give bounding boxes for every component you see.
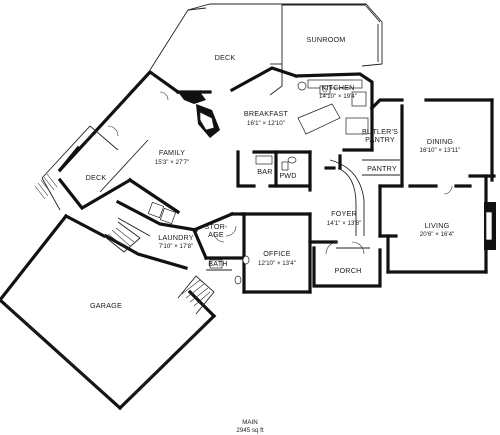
- bath-fixtures: [209, 259, 242, 285]
- room-label-storage: STOR- AGE: [204, 222, 228, 239]
- office-name: OFFICE: [263, 249, 291, 258]
- floor-area: 2945 sq ft: [236, 427, 263, 434]
- laundry-dims: 7'10" × 17'8": [159, 243, 193, 250]
- deck-left-name: DECK: [86, 173, 107, 182]
- deck-left-stairs: [34, 173, 58, 200]
- garage-name: GARAGE: [90, 301, 122, 310]
- family-dims: 15'3" × 27'7": [155, 159, 189, 166]
- bath-name: BATH: [208, 259, 227, 268]
- dining-name: DINING: [427, 137, 454, 146]
- room-label-porch: PORCH: [335, 266, 362, 275]
- dining-dims: 16'10" × 13'11": [420, 147, 461, 154]
- room-label-living: LIVING 20'6" × 16'4": [420, 221, 454, 238]
- sunroom-walls: [270, 3, 383, 67]
- foyer-dims: 14'1" × 13'8": [327, 220, 361, 227]
- porch-name: PORCH: [335, 266, 362, 275]
- door-swings: [85, 91, 453, 255]
- floor-name: MAIN: [242, 419, 257, 426]
- deck-top-outline: [149, 3, 283, 96]
- office-dims: 12'10" × 13'4": [258, 260, 296, 267]
- kitchen-appliances: [319, 85, 369, 135]
- foyer-name: FOYER: [331, 209, 357, 218]
- floor-footer: MAIN 2945 sq ft: [236, 419, 263, 434]
- room-label-breakfast: BREAKFAST 16'1" × 12'10": [244, 109, 289, 127]
- room-label-office: OFFICE 12'10" × 13'4": [258, 249, 296, 267]
- room-label-sunroom: SUNROOM: [307, 35, 346, 44]
- kitchen-island: [297, 79, 367, 135]
- room-label-foyer: FOYER 14'1" × 13'8": [327, 209, 361, 227]
- laundry-name: LAUNDRY: [158, 233, 194, 242]
- room-label-kitchen: KITCHEN 14'10" × 19'4": [319, 83, 357, 100]
- garage-walls: [0, 213, 217, 411]
- family-name: FAMILY: [159, 148, 185, 157]
- family-fireplace: [178, 92, 220, 138]
- room-label-bar: BAR: [257, 167, 272, 176]
- stair-left: [103, 221, 141, 253]
- bar-counter: [255, 155, 273, 165]
- storage-name-line1: STOR-: [204, 222, 228, 231]
- living-fireplace: [484, 202, 496, 250]
- pwd-fixtures: [281, 156, 297, 171]
- living-dims: 20'6" × 16'4": [420, 231, 454, 238]
- interior-walls: [99, 104, 404, 294]
- room-label-garage: GARAGE: [90, 301, 122, 310]
- exterior-walls: [41, 66, 496, 274]
- kitchen-dims: 14'10" × 19'4": [319, 93, 357, 100]
- room-label-pantry: PANTRY: [367, 164, 397, 173]
- room-label-deck-left: DECK: [86, 173, 107, 182]
- room-label-family: FAMILY 15'3" × 27'7": [155, 148, 189, 166]
- room-label-bath: BATH: [208, 259, 227, 268]
- garage-stairs: [177, 275, 215, 315]
- room-label-laundry: LAUNDRY 7'10" × 17'8": [158, 233, 194, 250]
- deck-top-name: DECK: [215, 53, 236, 62]
- office-fixture: [242, 255, 250, 265]
- room-label-deck-top: DECK: [215, 53, 236, 62]
- laundry-fixtures: [147, 201, 177, 225]
- pantry-name: PANTRY: [367, 164, 397, 173]
- storage-name-line2: AGE: [208, 230, 224, 239]
- butlers-name-line2: PANTRY: [365, 135, 395, 144]
- living-name: LIVING: [425, 221, 450, 230]
- room-label-butlers-pantry: BUTLER'S PANTRY: [362, 127, 398, 144]
- pwd-name: PWD: [279, 171, 296, 180]
- breakfast-dims: 16'1" × 12'10": [247, 120, 285, 127]
- breakfast-name: BREAKFAST: [244, 109, 289, 118]
- room-label-pwd: PWD: [279, 171, 296, 180]
- butlers-name-line1: BUTLER'S: [362, 127, 398, 136]
- kitchen-name: KITCHEN: [322, 83, 355, 92]
- bar-name: BAR: [257, 167, 272, 176]
- room-label-dining: DINING 16'10" × 13'11": [420, 137, 461, 154]
- sunroom-name: SUNROOM: [307, 35, 346, 44]
